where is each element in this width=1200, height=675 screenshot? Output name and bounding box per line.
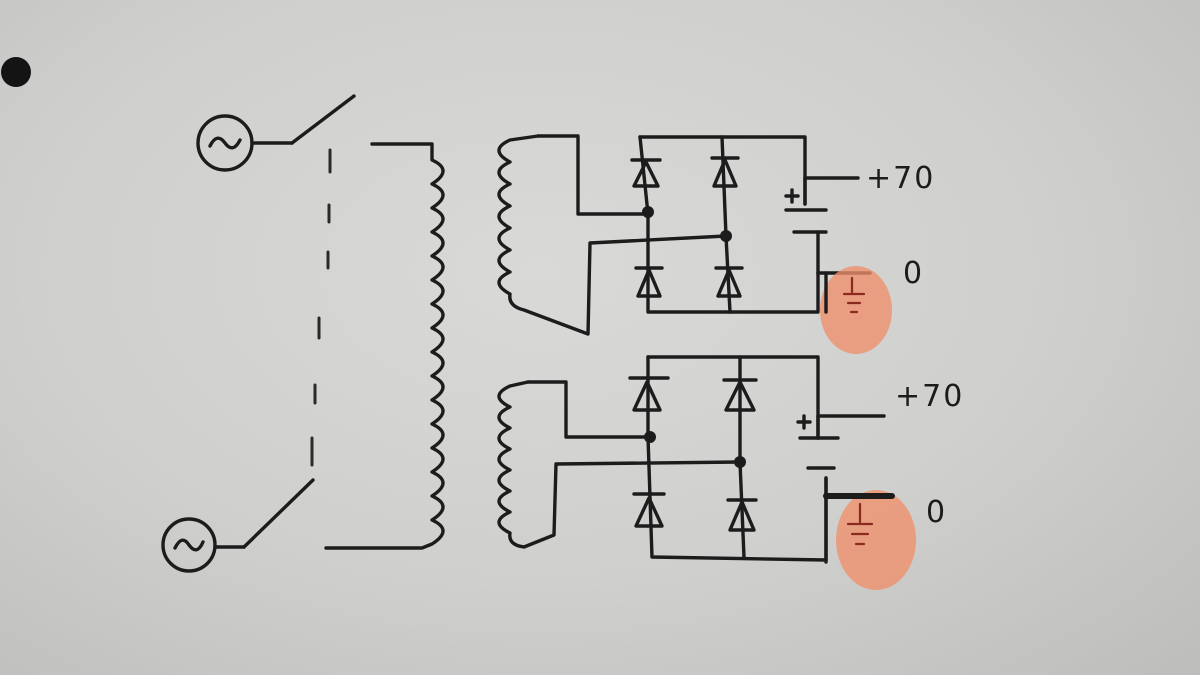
ac-source-bottom bbox=[161, 517, 217, 573]
transformer-primary-winding bbox=[324, 142, 445, 550]
diode-icon bbox=[634, 266, 664, 298]
switch-bottom bbox=[213, 478, 315, 549]
punch-hole bbox=[1, 57, 31, 87]
diode-icon bbox=[714, 266, 744, 298]
diode-icon bbox=[710, 156, 740, 188]
switch-top bbox=[250, 94, 356, 145]
ac-source-top bbox=[196, 114, 254, 172]
ground-icon bbox=[823, 490, 916, 590]
transformer-core-dashes bbox=[310, 148, 332, 467]
secondary-winding-top bbox=[497, 134, 728, 336]
capacitor-bottom bbox=[796, 414, 886, 500]
label-bottom-zero: 0 bbox=[926, 495, 947, 530]
ground-icon bbox=[820, 266, 892, 354]
label-top-positive: +70 bbox=[866, 161, 935, 196]
label-bottom-positive: +70 bbox=[895, 379, 964, 414]
label-top-zero: 0 bbox=[903, 256, 924, 291]
diode-icon bbox=[726, 498, 758, 532]
diode-icon bbox=[632, 492, 666, 528]
diode-icon bbox=[628, 376, 670, 412]
diode-icon bbox=[722, 378, 758, 412]
secondary-winding-bottom bbox=[497, 380, 742, 549]
diode-icon bbox=[630, 158, 662, 188]
capacitor-top bbox=[784, 176, 872, 275]
bridge-rectifier-top bbox=[638, 135, 820, 314]
